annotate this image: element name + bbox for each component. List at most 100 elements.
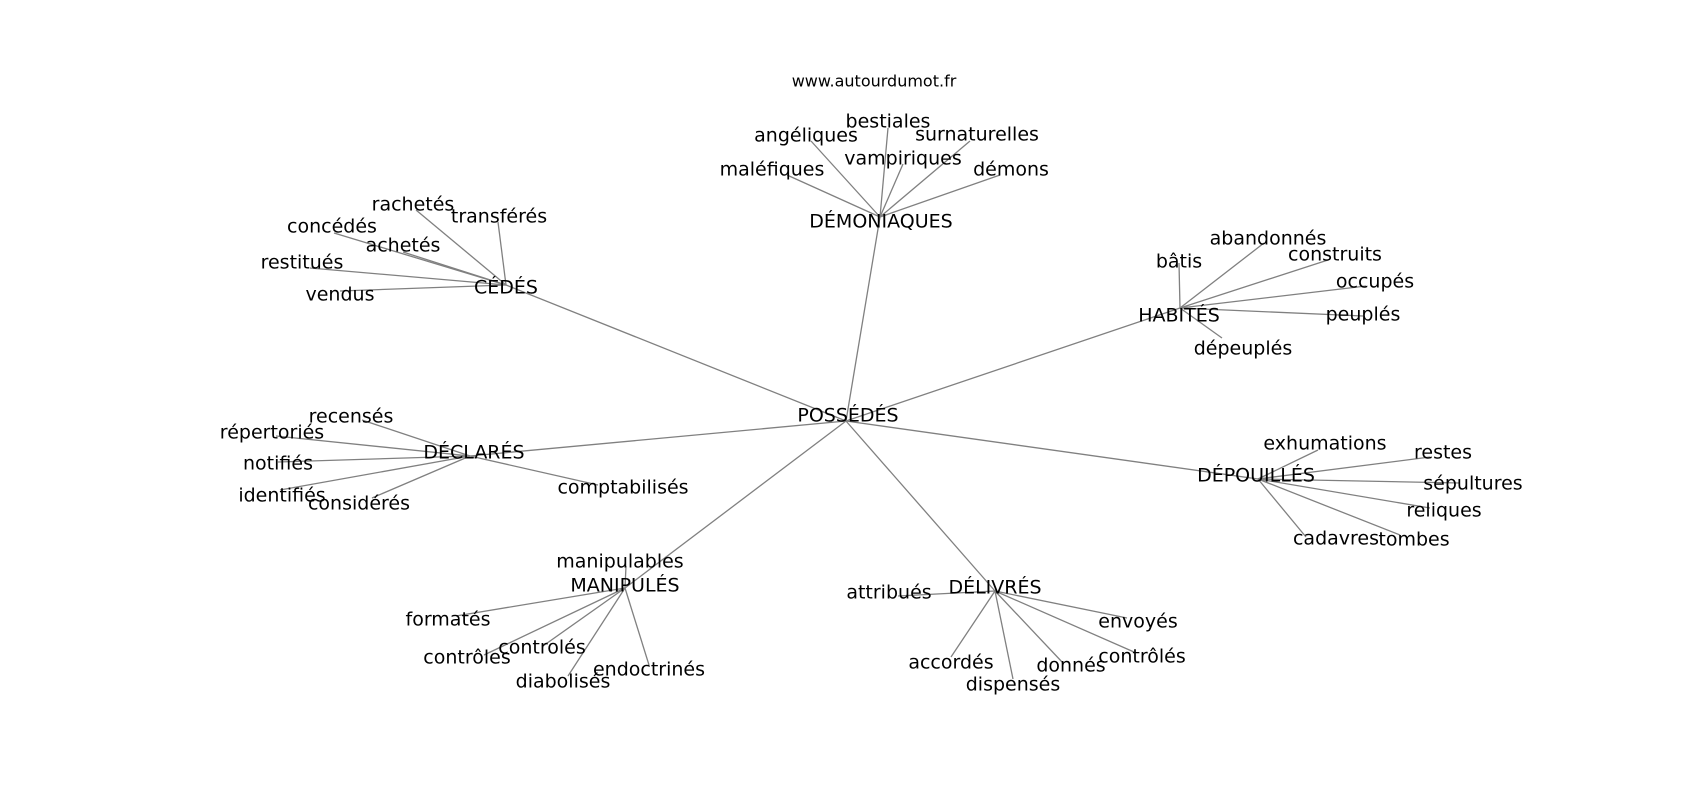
edge-depouilles-exhumations	[1257, 449, 1319, 480]
branch-node-manipules[interactable]: MANIPULÉS	[570, 574, 679, 597]
branch-node-depouilles[interactable]: DÉPOUILLÉS	[1197, 464, 1315, 487]
leaf-node-diabolises[interactable]: diabolisés	[516, 671, 611, 693]
leaf-node-dispenses[interactable]: dispensés	[966, 674, 1061, 696]
leaf-node-notifies[interactable]: notifiés	[243, 453, 313, 475]
leaf-node-formates[interactable]: formatés	[406, 609, 491, 631]
root-node-label[interactable]: POSSÉDÉS	[797, 404, 898, 427]
edge-root-declares	[469, 420, 847, 457]
edge-root-manipules	[624, 420, 847, 589]
leaf-node-cadavres[interactable]: cadavres	[1293, 528, 1379, 550]
edge-delivres-donnes	[994, 590, 1064, 664]
edge-root-habites	[845, 307, 1181, 422]
edge-depouilles-cadavres	[1257, 478, 1307, 538]
edge-demoniaques-demons	[879, 174, 1001, 218]
edge-manipules-formates	[455, 587, 626, 617]
leaf-node-envoyes[interactable]: envoyés	[1098, 611, 1177, 633]
leaf-node-attribues[interactable]: attribués	[846, 582, 931, 604]
edge-demoniaques-bestiales	[879, 127, 889, 218]
edge-habites-construits	[1179, 259, 1329, 309]
leaf-node-rachetes[interactable]: rachetés	[372, 194, 455, 216]
edge-root-cedes	[505, 284, 847, 422]
edge-habites-occupes	[1179, 285, 1367, 309]
leaf-node-consideres[interactable]: considérés	[308, 493, 410, 515]
leaf-node-exhumations[interactable]: exhumations	[1263, 433, 1386, 455]
edge-delivres-accordes	[950, 590, 996, 658]
edge-delivres-dispenses	[994, 590, 1014, 680]
leaf-node-malefiques[interactable]: maléfiques	[720, 159, 825, 181]
edge-declares-identifies	[279, 455, 471, 491]
edge-manipules-endoctrines	[624, 587, 650, 666]
leaf-node-achetes[interactable]: achetés	[366, 235, 441, 257]
branch-node-declares[interactable]: DÉCLARÉS	[423, 441, 524, 464]
edge-manipules-diabolises	[567, 587, 626, 677]
leaf-node-accordes[interactable]: accordés	[908, 652, 993, 674]
edge-declares-comptabilises	[469, 455, 599, 486]
leaf-node-repertories[interactable]: répertoriés	[220, 422, 324, 444]
edge-declares-recenses	[361, 419, 471, 457]
leaf-node-restes[interactable]: restes	[1414, 442, 1472, 464]
edge-depouilles-sepultures	[1257, 478, 1461, 484]
leaf-node-concedes[interactable]: concédés	[287, 216, 377, 238]
leaf-node-identifies[interactable]: identifiés	[238, 485, 325, 507]
leaf-node-angeliques[interactable]: angéliques	[754, 125, 858, 147]
leaf-node-transferes[interactable]: transférés	[451, 206, 547, 228]
leaf-node-batis[interactable]: bâtis	[1156, 251, 1202, 273]
edge-root-demoniaques	[845, 216, 881, 422]
leaf-node-demons[interactable]: démons	[973, 159, 1049, 181]
edge-habites-depeuples	[1179, 307, 1223, 339]
edge-depouilles-reliques	[1257, 478, 1431, 509]
leaf-node-vampiriques[interactable]: vampiriques	[844, 148, 962, 170]
edge-delivres-envoyes	[994, 590, 1128, 619]
leaf-node-controles[interactable]: contrôles	[423, 647, 510, 669]
leaf-node-peuples[interactable]: peuplés	[1326, 304, 1401, 326]
edge-declares-notifies	[277, 455, 471, 463]
edge-cedes-rachetes	[415, 209, 507, 286]
leaf-node-sepultures[interactable]: sépultures	[1423, 473, 1522, 495]
leaf-node-controles[interactable]: contrôlés	[1098, 646, 1185, 668]
leaf-node-depeuples[interactable]: dépeuplés	[1194, 338, 1292, 360]
edge-depouilles-restes	[1257, 456, 1431, 480]
leaf-node-abandonnes[interactable]: abandonnés	[1210, 228, 1327, 250]
leaf-node-controles[interactable]: controlés	[498, 637, 585, 659]
branch-node-cedes[interactable]: CÉDÉS	[474, 276, 538, 299]
edge-habites-peuples	[1179, 307, 1364, 317]
edge-root-depouilles	[845, 420, 1259, 480]
edge-manipules-controles	[483, 587, 626, 656]
leaf-node-tombes[interactable]: tombes	[1378, 529, 1449, 551]
branch-node-demoniaques[interactable]: DÉMONIAQUES	[809, 210, 952, 233]
edge-delivres-controles	[994, 590, 1135, 653]
leaf-node-manipulables[interactable]: manipulables	[556, 551, 683, 573]
leaf-node-donnes[interactable]: donnés	[1036, 655, 1105, 677]
leaf-node-recenses[interactable]: recensés	[309, 406, 394, 428]
edge-demoniaques-malefiques	[786, 174, 881, 218]
edge-demoniaques-angeliques	[810, 140, 881, 218]
edge-cedes-achetes	[402, 251, 507, 286]
edge-manipules-controles	[542, 587, 626, 647]
edge-manipules-manipulables	[624, 565, 627, 589]
edge-cedes-vendus	[339, 284, 507, 292]
edge-habites-batis	[1178, 262, 1181, 309]
edge-cedes-restitues	[309, 267, 507, 286]
edge-declares-consideres	[371, 455, 471, 499]
leaf-node-construits[interactable]: construits	[1288, 244, 1382, 266]
leaf-node-restitues[interactable]: restitués	[261, 252, 344, 274]
leaf-node-comptabilises[interactable]: comptabilisés	[557, 477, 688, 499]
leaf-node-vendus[interactable]: vendus	[306, 284, 375, 306]
watermark-text: www.autourdumot.fr	[792, 72, 957, 91]
edge-cedes-transferes	[497, 221, 507, 286]
edges-layer	[275, 127, 1461, 680]
edge-demoniaques-surnaturelles	[879, 140, 971, 218]
leaf-node-endoctrines[interactable]: endoctrinés	[593, 659, 705, 681]
edge-habites-abandonnes	[1179, 242, 1265, 309]
leaf-node-reliques[interactable]: reliques	[1406, 500, 1481, 522]
leaf-node-bestiales[interactable]: bestiales	[846, 111, 931, 133]
branch-node-delivres[interactable]: DÉLIVRÉS	[948, 576, 1041, 599]
edge-declares-repertories	[275, 435, 471, 457]
leaf-node-occupes[interactable]: occupés	[1336, 271, 1414, 293]
branch-node-habites[interactable]: HABITÉS	[1138, 304, 1220, 327]
edge-depouilles-tombes	[1257, 478, 1401, 536]
edge-demoniaques-vampiriques	[879, 163, 904, 218]
leaf-node-surnaturelles[interactable]: surnaturelles	[915, 124, 1039, 146]
